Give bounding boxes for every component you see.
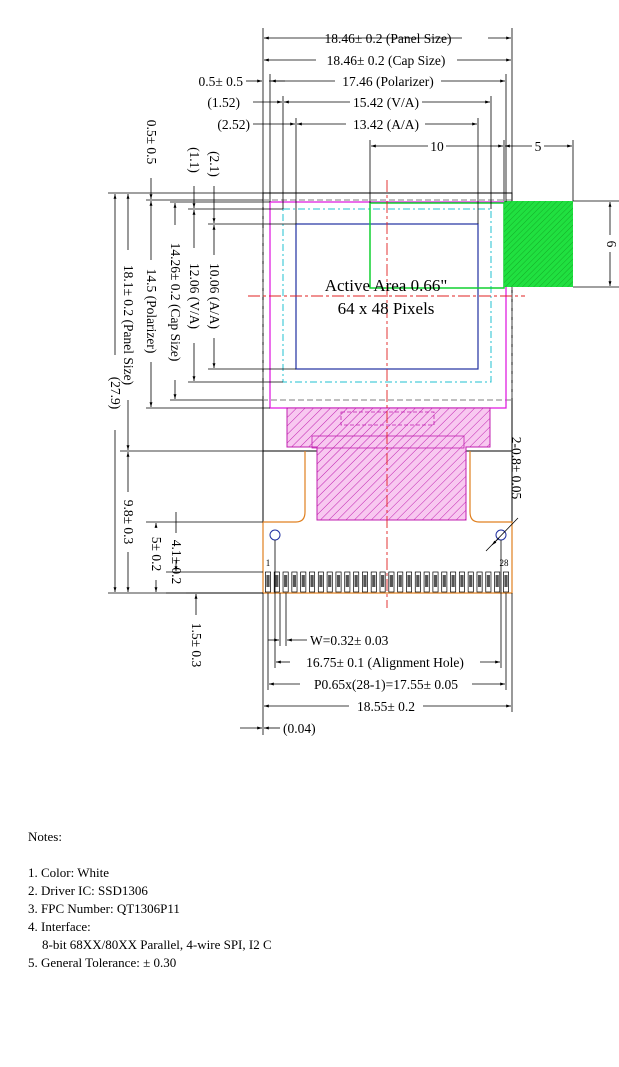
green-hatch-block <box>504 201 573 287</box>
bond-area-dashed <box>340 411 435 426</box>
dim-cap-vertical: 14.26± 0.2 (Cap Size) <box>168 243 183 362</box>
fpc-pin-contact <box>336 575 341 587</box>
active-area-pixels: 64 x 48 Pixels <box>338 299 435 318</box>
fpc-pin-contact <box>354 575 358 587</box>
dim-polarizer-top: 17.46 (Polarizer) <box>342 74 433 89</box>
fpc-pin-contact <box>328 575 332 587</box>
dim-left-21: (2.1) <box>207 151 222 177</box>
dim-aa-top: 13.42 (A/A) <box>353 117 419 132</box>
active-area-title: Active Area 0.66" <box>325 276 448 295</box>
dim-panel-size-top: 18.46± 0.2 (Panel Size) <box>324 31 451 46</box>
fpc-pin-contact <box>389 575 394 587</box>
dim-left-11: (1.1) <box>187 147 202 173</box>
fpc-pin-contact <box>425 575 429 587</box>
fpc-pin-contact <box>398 575 402 587</box>
fpc-pin-contact <box>460 575 464 587</box>
fpc-pin-contact <box>495 575 499 587</box>
hole-callout <box>485 517 519 552</box>
top-dimension-lines <box>246 28 619 288</box>
dim-offset-152: (1.52) <box>207 95 240 110</box>
fpc-pin-contact <box>319 575 323 587</box>
note-interface-detail: 8-bit 68XX/80XX Parallel, 4-wire SPI, I2… <box>42 937 272 952</box>
note-color: 1. Color: White <box>28 865 110 880</box>
note-interface: 4. Interface: <box>28 919 91 934</box>
fpc-pin-contact <box>275 575 279 587</box>
fpc-pin-contact <box>442 575 446 587</box>
fpc-pin-contact <box>477 575 482 587</box>
dim-total-vertical: (27.9) <box>108 377 123 410</box>
dim-offset-004: (0.04) <box>283 721 316 736</box>
bottom-dimension-lines <box>240 540 513 735</box>
fpc-pin-contact <box>284 575 288 587</box>
dim-trace-width: W=0.32± 0.03 <box>310 633 389 648</box>
fpc-outline <box>262 451 513 594</box>
fpc-pin-contact <box>363 575 367 587</box>
dim-fpc-width: 18.55± 0.2 <box>357 699 415 714</box>
fpc-pin-contact <box>504 575 508 587</box>
dim-hole-diameter: 2-0.8± 0.05 <box>509 437 524 500</box>
dim-fpc-41: 4.1± 0.2 <box>169 540 184 585</box>
dim-fpc-15: 1.5± 0.3 <box>189 623 204 668</box>
note-fpc-number: 3. FPC Number: QT1306P11 <box>28 901 180 916</box>
fpc-pin-contact <box>380 575 385 587</box>
note-tolerance: 5. General Tolerance: ± 0.30 <box>28 955 177 970</box>
fpc-pin-contact <box>345 575 349 587</box>
panel-outline <box>262 192 513 594</box>
alignment-hole-left <box>269 529 281 541</box>
dim-va-vertical: 12.06 (V/A) <box>187 263 202 329</box>
fpc-pin-contact <box>486 575 490 587</box>
fpc-pin-contact <box>416 575 420 587</box>
dim-panel-vertical: 18.1± 0.2 (Panel Size) <box>121 265 136 385</box>
dim-fpc-5: 5± 0.2 <box>149 537 164 571</box>
visible-area-outline <box>282 208 492 383</box>
fpc-pin-contact <box>433 575 438 587</box>
cap-outline <box>262 199 513 401</box>
pin-label-last: 28 <box>500 558 510 568</box>
fpc-pins <box>265 571 509 593</box>
fpc-pin-contact <box>372 575 376 587</box>
note-driver-ic: 2. Driver IC: SSD1306 <box>28 883 148 898</box>
dim-cap-size-top: 18.46± 0.2 (Cap Size) <box>327 53 446 68</box>
dim-offset-05: 0.5± 0.5 <box>198 74 243 89</box>
dim-alignment-hole: 16.75± 0.1 (Alignment Hole) <box>306 655 464 670</box>
dim-green-offset: 5 <box>535 139 542 154</box>
dim-fpc-98: 9.8± 0.3 <box>121 500 136 545</box>
dim-va-top: 15.42 (V/A) <box>353 95 419 110</box>
notes-heading: Notes: <box>28 829 62 844</box>
dim-aa-vertical: 10.06 (A/A) <box>207 263 222 329</box>
fpc-pin-contact <box>310 575 314 587</box>
dim-polarizer-vertical: 14.5 (Polarizer) <box>144 269 159 354</box>
fpc-pin-contact <box>292 575 297 587</box>
dim-left-05: 0.5± 0.5 <box>144 120 159 165</box>
dim-offset-252: (2.52) <box>217 117 250 132</box>
dim-green-height: 6 <box>604 241 619 248</box>
fpc-pin-contact <box>451 575 455 587</box>
fpc-pin-contact <box>266 575 270 587</box>
fpc-pin-contact <box>301 575 305 587</box>
bond-area-inner <box>311 435 465 449</box>
fpc-pin-contact <box>469 575 473 587</box>
dim-pitch: P0.65x(28-1)=17.55± 0.05 <box>314 677 458 692</box>
fpc-pin-contact <box>407 575 411 587</box>
dim-green-width: 10 <box>430 139 444 154</box>
notes-section: Notes: 1. Color: White 2. Driver IC: SSD… <box>28 828 272 972</box>
pin-label-first: 1 <box>266 558 271 568</box>
left-dimension-lines <box>108 178 296 615</box>
